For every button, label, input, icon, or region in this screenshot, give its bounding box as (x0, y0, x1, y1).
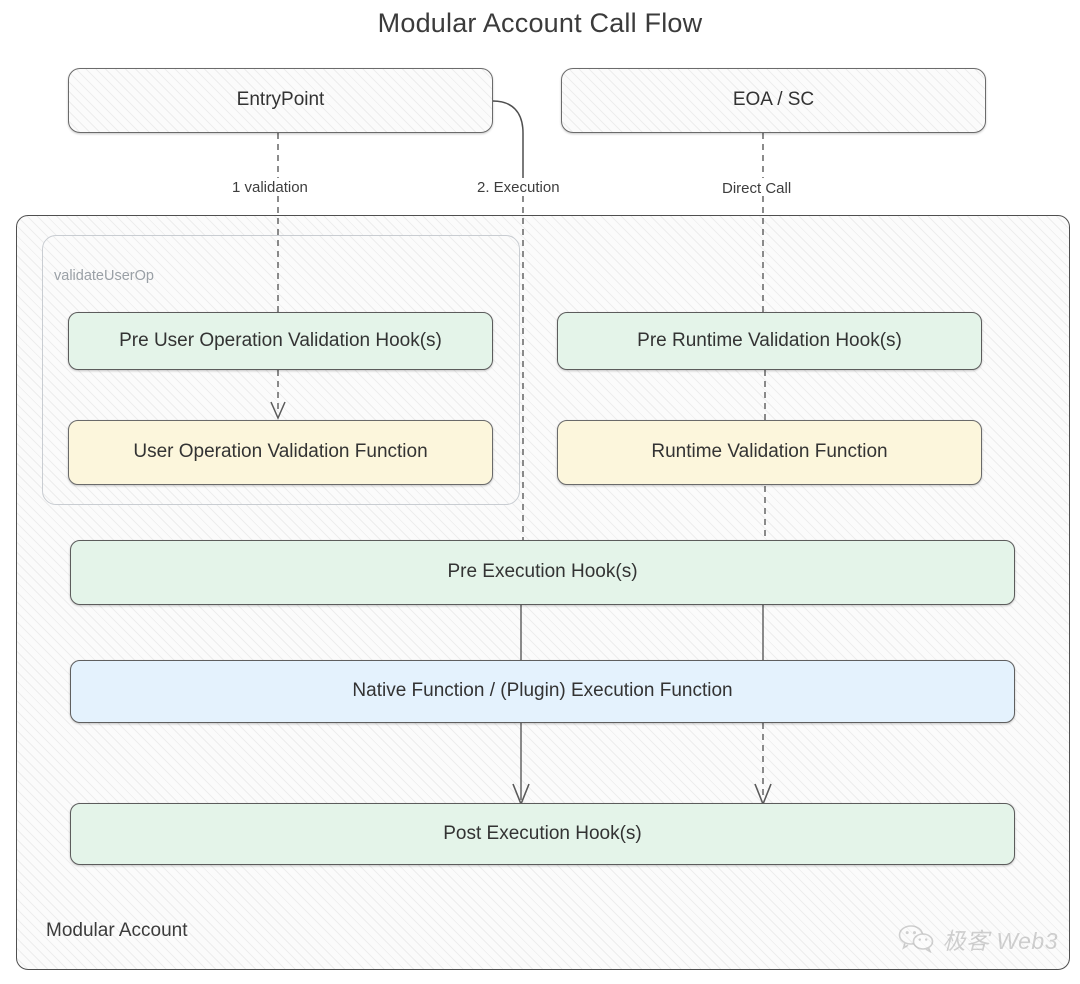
node-runtime-validation-function-label: Runtime Validation Function (651, 441, 888, 463)
node-post-execution-hooks[interactable]: Post Execution Hook(s) (70, 803, 1015, 865)
page-title: Modular Account Call Flow (377, 8, 703, 38)
node-pre-execution-hooks-label: Pre Execution Hook(s) (447, 561, 638, 583)
node-execution-function[interactable]: Native Function / (Plugin) Execution Fun… (70, 660, 1015, 723)
edge-label-validation: 1 validation (232, 179, 308, 196)
node-runtime-validation-function[interactable]: Runtime Validation Function (557, 420, 982, 485)
node-user-operation-validation-function-label: User Operation Validation Function (133, 441, 428, 463)
node-pre-user-operation-validation-hooks-label: Pre User Operation Validation Hook(s) (119, 329, 442, 351)
node-user-operation-validation-function[interactable]: User Operation Validation Function (68, 420, 493, 485)
edge-label-direct-call: Direct Call (722, 180, 792, 197)
node-execution-function-label: Native Function / (Plugin) Execution Fun… (352, 680, 733, 702)
node-entrypoint-label: EntryPoint (236, 89, 325, 111)
edge-label-execution: 2. Execution (477, 179, 560, 196)
container-modular-account-label: Modular Account (46, 920, 188, 941)
edge-entrypoint-to-execution (492, 100, 524, 178)
node-eoa-sc[interactable]: EOA / SC (561, 68, 986, 133)
node-entrypoint[interactable]: EntryPoint (68, 68, 493, 133)
node-post-execution-hooks-label: Post Execution Hook(s) (443, 822, 642, 844)
node-pre-execution-hooks[interactable]: Pre Execution Hook(s) (70, 540, 1015, 605)
node-pre-user-operation-validation-hooks[interactable]: Pre User Operation Validation Hook(s) (68, 312, 493, 370)
node-eoa-sc-label: EOA / SC (732, 89, 815, 111)
node-pre-runtime-validation-hooks[interactable]: Pre Runtime Validation Hook(s) (557, 312, 982, 370)
container-validate-userop-label: validateUserOp (54, 268, 154, 284)
node-pre-runtime-validation-hooks-label: Pre Runtime Validation Hook(s) (637, 329, 902, 351)
